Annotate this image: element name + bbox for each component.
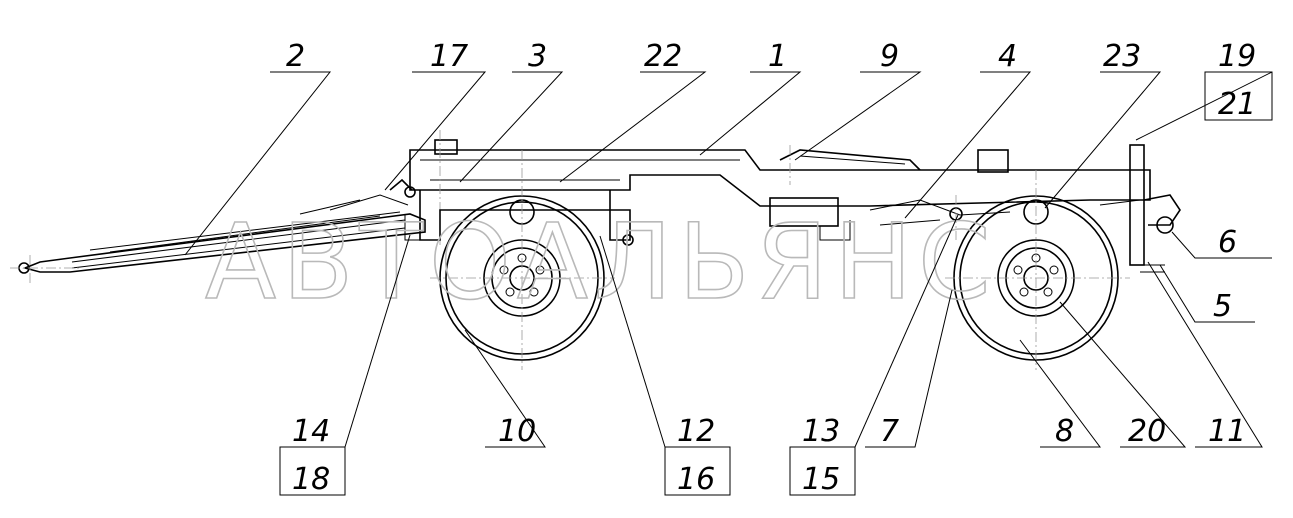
rear-wheel (945, 170, 1130, 370)
callout-1: 1 (768, 39, 787, 74)
callout-7: 7 (880, 414, 899, 449)
callout-19: 19 (1218, 39, 1256, 74)
callout-9: 9 (880, 39, 899, 74)
callout-22: 22 (644, 39, 682, 74)
callout-3: 3 (528, 39, 547, 74)
tool-box (769, 197, 851, 241)
front-wheel (430, 150, 615, 370)
drawbar (10, 194, 426, 284)
callout-5: 5 (1213, 289, 1232, 324)
trailer-drawing (10, 130, 1181, 370)
callout-2: 2 (286, 39, 305, 74)
callout-8: 8 (1055, 414, 1074, 449)
callout-6: 6 (1218, 225, 1237, 260)
callout-20: 20 (1128, 414, 1166, 449)
callout-15: 15 (802, 462, 840, 497)
front-bogie (389, 178, 631, 241)
callout-12: 12 (677, 414, 715, 449)
callout-23: 23 (1103, 39, 1141, 74)
callout-16: 16 (677, 462, 715, 497)
callout-4: 4 (998, 39, 1017, 74)
leader-lines (184, 71, 1273, 496)
watermark-text: АВТОАЛЬЯНС (205, 201, 997, 323)
callout-10: 10 (498, 414, 536, 449)
callout-18: 18 (292, 462, 330, 497)
callout-labels: 2 17 3 22 1 9 4 23 19 21 6 5 14 18 10 12… (286, 39, 1256, 497)
callout-14: 14 (292, 414, 330, 449)
callout-13: 13 (802, 414, 840, 449)
rear-assembly (1099, 144, 1181, 273)
callout-17: 17 (430, 39, 468, 74)
callout-11: 11 (1208, 414, 1246, 449)
callout-21: 21 (1218, 87, 1256, 122)
